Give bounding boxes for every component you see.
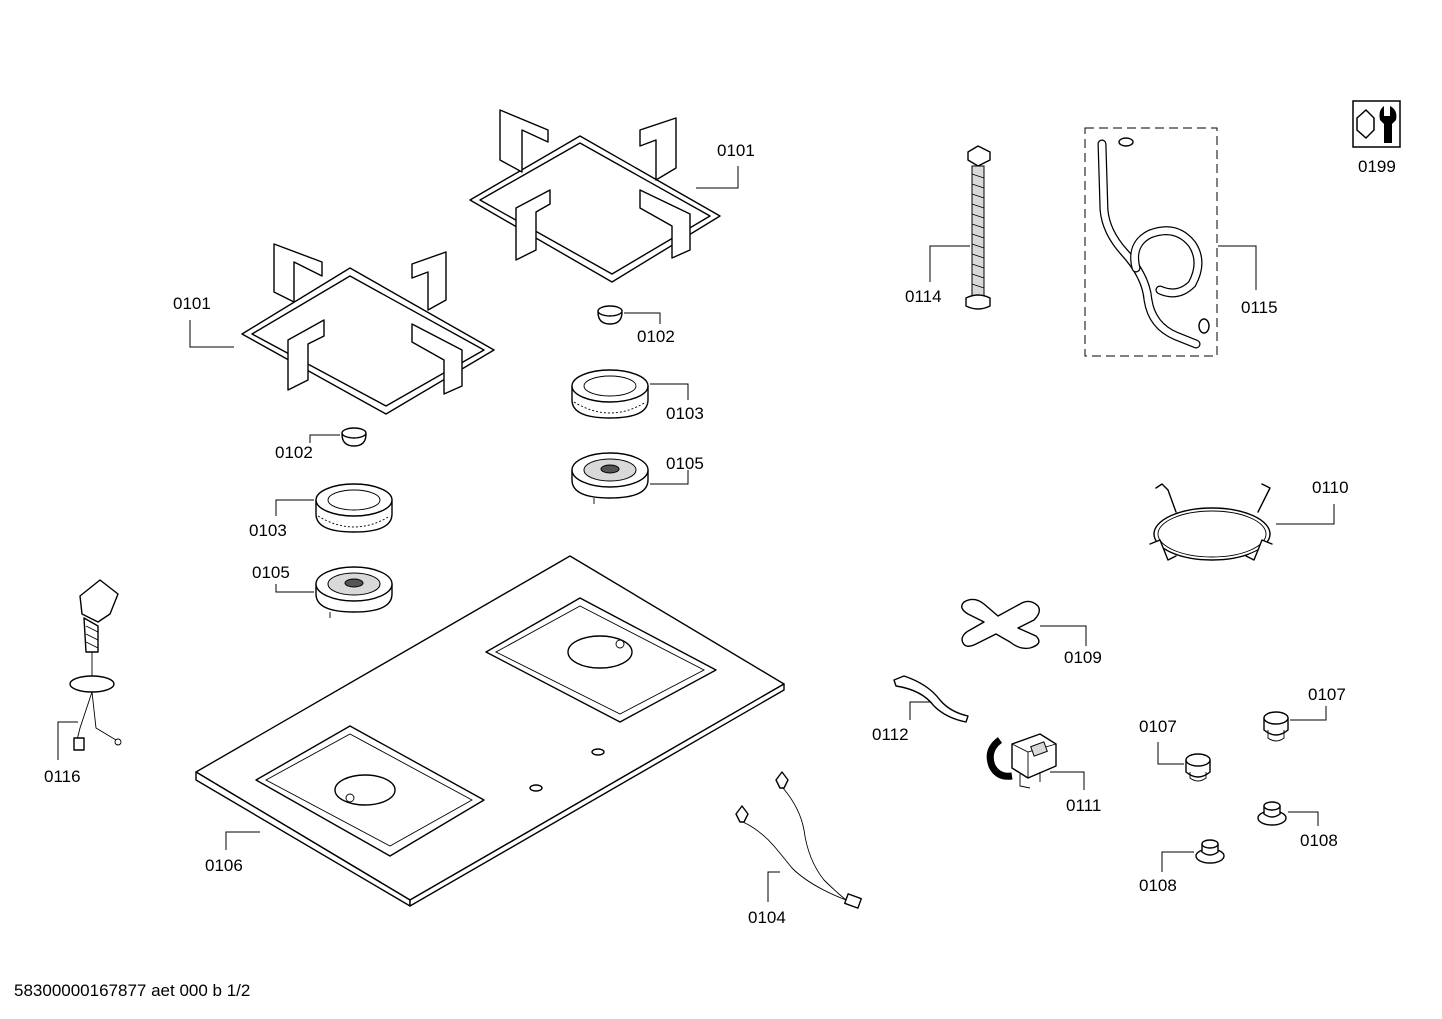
ribbon-cable[interactable]	[893, 675, 969, 723]
pan-support-left[interactable]	[241, 243, 495, 415]
control-knob-right[interactable]	[1263, 711, 1289, 742]
ignition-cable-harness[interactable]	[735, 771, 862, 909]
burner-ring-right[interactable]	[571, 369, 649, 419]
callout-0101a: 0101	[717, 141, 755, 160]
callout-0104: 0104	[748, 908, 786, 927]
burner-cap-left[interactable]	[341, 427, 367, 447]
callout-0102a: 0102	[637, 327, 675, 346]
burner-cap-right[interactable]	[597, 305, 623, 325]
callout-0107b: 0107	[1139, 717, 1177, 736]
callout-0105a: 0105	[666, 454, 704, 473]
knob-bezel-left[interactable]	[1195, 839, 1225, 864]
callout-0102b: 0102	[275, 443, 313, 462]
callout-0105b: 0105	[252, 563, 290, 582]
callout-0111: 0111	[1066, 796, 1101, 815]
simmer-plate-star[interactable]	[961, 598, 1041, 650]
knob-bezel-right[interactable]	[1257, 801, 1287, 826]
gas-connector-bolt[interactable]	[965, 145, 991, 310]
callout-0103a: 0103	[666, 404, 704, 423]
power-cable-plug[interactable]	[69, 579, 122, 751]
burner-ring-left[interactable]	[315, 483, 393, 533]
callout-0109: 0109	[1064, 648, 1102, 667]
callout-0114: 0114	[905, 287, 942, 306]
callout-0106: 0106	[205, 856, 243, 875]
control-knob-left[interactable]	[1185, 753, 1211, 782]
callout-0115: 0115	[1241, 298, 1278, 317]
callout-0107a: 0107	[1308, 685, 1346, 704]
callout-0108b: 0108	[1139, 876, 1177, 895]
service-wrench-icon[interactable]	[1352, 100, 1401, 148]
callout-0112: 0112	[872, 725, 909, 744]
glass-cooktop-panel[interactable]	[195, 555, 785, 907]
gas-pipe-assembly[interactable]	[1084, 127, 1218, 357]
burner-base-right[interactable]	[571, 452, 649, 504]
callout-0103b: 0103	[249, 521, 287, 540]
callout-0199: 0199	[1358, 157, 1396, 176]
callout-0110: 0110	[1312, 478, 1349, 497]
callout-0108a: 0108	[1300, 831, 1338, 850]
gas-valve-control[interactable]	[986, 733, 1057, 789]
drawing-footer-code: 58300000167877 aet 000 b 1/2	[14, 981, 251, 1000]
callout-0101b: 0101	[173, 294, 211, 313]
pan-support-right[interactable]	[469, 109, 721, 283]
wok-ring-support[interactable]	[1149, 483, 1273, 561]
burner-base-left[interactable]	[315, 566, 393, 618]
callout-0116: 0116	[44, 767, 81, 786]
